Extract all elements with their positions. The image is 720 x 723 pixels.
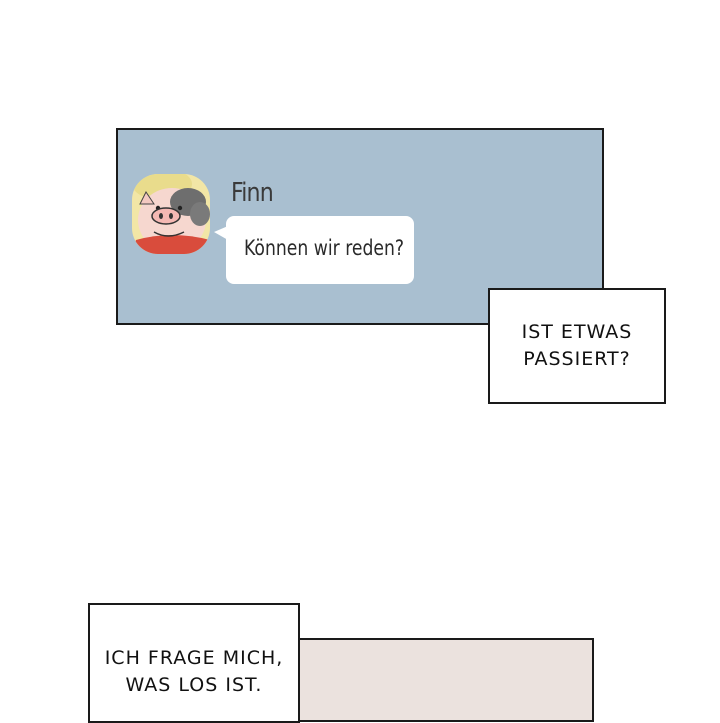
- chat-screen-panel: Finn Können wir reden?: [116, 128, 604, 325]
- contact-name: Finn: [231, 178, 274, 208]
- pig-avatar-icon: [132, 174, 210, 254]
- bubble-tail: [214, 226, 228, 240]
- lower-panel: [296, 638, 594, 722]
- caption-box-first: IST ETWAS PASSIERT?: [488, 288, 666, 404]
- caption-box-second: ICH FRAGE MICH, WAS LOS IST.: [88, 603, 300, 723]
- message-text: Können wir reden?: [244, 236, 405, 260]
- message-bubble: Können wir reden?: [214, 216, 414, 284]
